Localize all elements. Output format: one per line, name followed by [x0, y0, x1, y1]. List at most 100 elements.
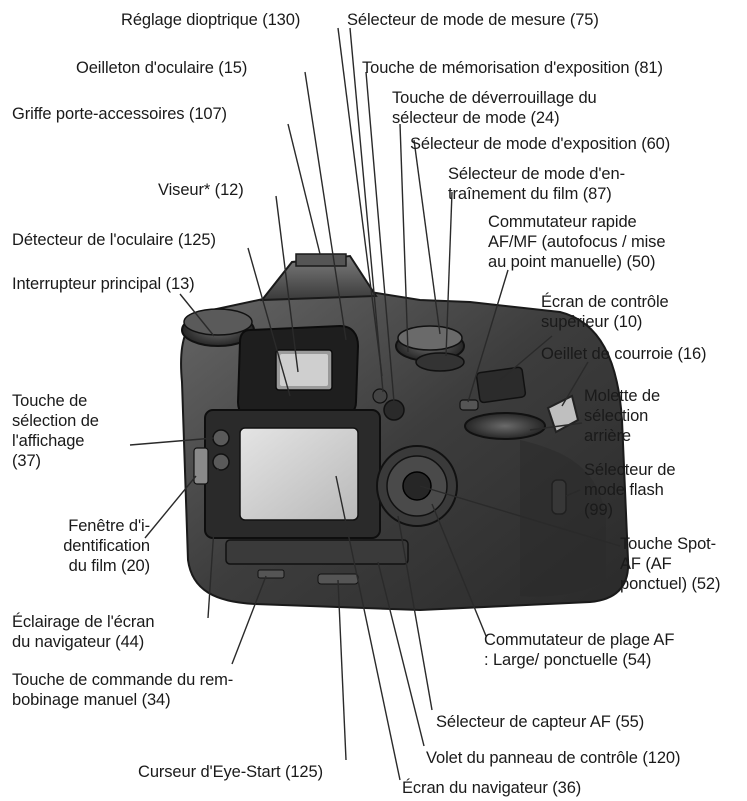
rembobinage-line-2: bobinage manuel (34) — [12, 691, 171, 709]
metering-mode-selector — [372, 388, 388, 404]
label-touche-memorisation: Touche de mémorisation d'exposition (81) — [362, 59, 663, 77]
label-ecran-controle-superieur: Écran de contrôle supérieur (10) — [541, 292, 669, 332]
leader-fenetre-identification — [144, 475, 197, 539]
film-window — [193, 447, 209, 485]
molette-arriere-line-3: arrière — [584, 427, 631, 445]
label-touche-spot-af: Touche Spot- AF (AF ponctuel) (52) — [620, 534, 721, 594]
label-interrupteur-principal: Interrupteur principal (13) — [12, 275, 195, 293]
leader-selecteur-mode-exposition — [413, 139, 441, 335]
molette-arriere-line-1: Molette de — [584, 387, 661, 405]
selecteur-entrainement-line-1: Sélecteur de mode d'en- — [448, 165, 625, 183]
label-oeilleton: Oeilleton d'oculaire (15) — [76, 59, 248, 77]
leader-selecteur-entrainement — [445, 191, 453, 357]
leader-touche-deverrouillage — [399, 123, 409, 353]
commutateur-af-mf-line-1: Commutateur rapide — [488, 213, 637, 231]
rewind-button — [257, 569, 285, 579]
touche-affichage-line-1: Touche de — [12, 392, 88, 410]
leader-selecteur-mode-mesure — [349, 27, 384, 393]
ecran-controle-line-2: supérieur (10) — [541, 313, 643, 331]
grip-shading — [520, 440, 606, 597]
fenetre-line-1: Fenêtre d'i- — [68, 517, 150, 535]
label-griffe: Griffe porte-accessoires (107) — [12, 105, 227, 123]
touche-deverrouillage-line-1: Touche de déverrouillage du — [392, 89, 597, 107]
touche-affichage-line-2: sélection de — [12, 412, 99, 430]
leader-oeillet-courroie — [561, 361, 589, 407]
label-reglage-dioptrique: Réglage dioptrique (130) — [121, 11, 301, 29]
rear-control-dial — [464, 412, 546, 440]
plage-af-line-2: : Large/ ponctuelle (54) — [484, 651, 652, 669]
display-button — [212, 429, 230, 447]
label-touche-deverrouillage: Touche de déverrouillage du sélecteur de… — [392, 88, 597, 128]
leader-molette-arriere — [529, 422, 583, 431]
camera-illustration — [180, 253, 630, 612]
prism-housing — [259, 254, 378, 302]
leader-oeilleton — [304, 71, 347, 341]
leader-lines — [129, 27, 621, 781]
navigator-lcd — [239, 427, 359, 521]
eclairage-line-2: du navigateur (44) — [12, 633, 145, 651]
leader-commutateur-af-mf — [467, 269, 509, 403]
fenetre-line-2: dentification — [63, 537, 150, 555]
navigator-illumination-button — [212, 453, 230, 471]
label-molette-arriere: Molette de sélection arrière — [584, 386, 660, 446]
leader-touche-memorisation — [365, 71, 395, 403]
label-selecteur-mode-mesure: Sélecteur de mode de mesure (75) — [347, 11, 599, 29]
leader-touche-spot-af — [419, 485, 621, 547]
label-touche-affichage: Touche de sélection de l'affichage (37) — [12, 391, 99, 471]
rembobinage-line-1: Touche de commande du rem- — [12, 671, 234, 689]
eclairage-line-1: Éclairage de l'écran — [12, 613, 155, 631]
top-lcd-panel — [475, 366, 527, 404]
label-volet-panneau: Volet du panneau de contrôle (120) — [426, 749, 681, 767]
selecteur-flash-line-2: mode flash — [584, 481, 664, 499]
leader-ecran-controle — [499, 335, 553, 381]
ecran-controle-line-1: Écran de contrôle — [541, 293, 669, 311]
selecteur-flash-line-1: Sélecteur de — [584, 461, 676, 479]
selecteur-flash-line-3: (99) — [584, 501, 613, 519]
leader-selecteur-flash — [565, 489, 581, 497]
control-panel-door — [225, 539, 409, 565]
touche-deverrouillage-line-2: sélecteur de mode (24) — [392, 109, 560, 127]
touche-affichage-line-4: (37) — [12, 452, 41, 470]
molette-arriere-line-2: sélection — [584, 407, 649, 425]
touche-spot-af-line-3: ponctuel) (52) — [620, 575, 721, 593]
touche-spot-af-line-2: AF (AF — [620, 555, 672, 573]
viewfinder-glass — [280, 354, 328, 386]
accessory-shoe — [295, 253, 347, 267]
label-eclairage-ecran: Éclairage de l'écran du navigateur (44) — [12, 612, 155, 652]
leader-eclairage-ecran — [207, 467, 219, 619]
label-commutateur-plage-af: Commutateur de plage AF : Large/ ponctue… — [484, 630, 674, 670]
leader-reglage-dioptrique — [337, 27, 383, 377]
leader-interrupteur-principal — [179, 293, 215, 337]
label-selecteur-flash: Sélecteur de mode flash (99) — [584, 460, 676, 520]
label-selecteur-mode-exposition: Sélecteur de mode d'exposition (60) — [410, 135, 671, 153]
main-switch-dial-top — [183, 308, 253, 336]
touche-affichage-line-3: l'affichage — [12, 432, 85, 450]
leader-ecran-navigateur — [335, 475, 401, 781]
leader-touche-affichage — [129, 437, 215, 446]
leader-touche-rembobinage — [231, 575, 267, 665]
plage-af-line-1: Commutateur de plage AF — [484, 631, 675, 649]
touche-spot-af-line-1: Touche Spot- — [620, 535, 717, 553]
label-selecteur-capteur-af: Sélecteur de capteur AF (55) — [436, 713, 645, 731]
leader-volet-panneau — [377, 561, 425, 747]
label-selecteur-entrainement: Sélecteur de mode d'en- traînement du fi… — [448, 164, 625, 204]
fenetre-line-3: du film (20) — [68, 557, 150, 575]
label-commutateur-af-mf: Commutateur rapide AF/MF (autofocus / mi… — [488, 212, 666, 272]
ae-lock-button — [383, 399, 405, 421]
label-curseur-eye-start: Curseur d'Eye-Start (125) — [138, 763, 323, 781]
drive-mode-dial — [415, 352, 465, 372]
leader-commutateur-plage-af — [431, 503, 487, 637]
label-oeillet-courroie: Oeillet de courroie (16) — [541, 345, 707, 363]
commutateur-af-mf-line-2: AF/MF (autofocus / mise — [488, 233, 666, 251]
label-viseur: Viseur* (12) — [158, 181, 244, 199]
leader-viseur — [275, 195, 299, 373]
leader-selecteur-capteur-af — [397, 515, 433, 711]
af-mf-switch — [459, 399, 479, 411]
label-ecran-navigateur: Écran du navigateur (36) — [402, 779, 582, 797]
selecteur-entrainement-line-2: traînement du film (87) — [448, 185, 612, 203]
leader-curseur-eye-start — [337, 579, 347, 761]
commutateur-af-mf-line-3: au point manuelle) (50) — [488, 253, 656, 271]
strap-eyelet — [546, 394, 580, 434]
label-detecteur-oculaire: Détecteur de l'oculaire (125) — [12, 231, 216, 249]
